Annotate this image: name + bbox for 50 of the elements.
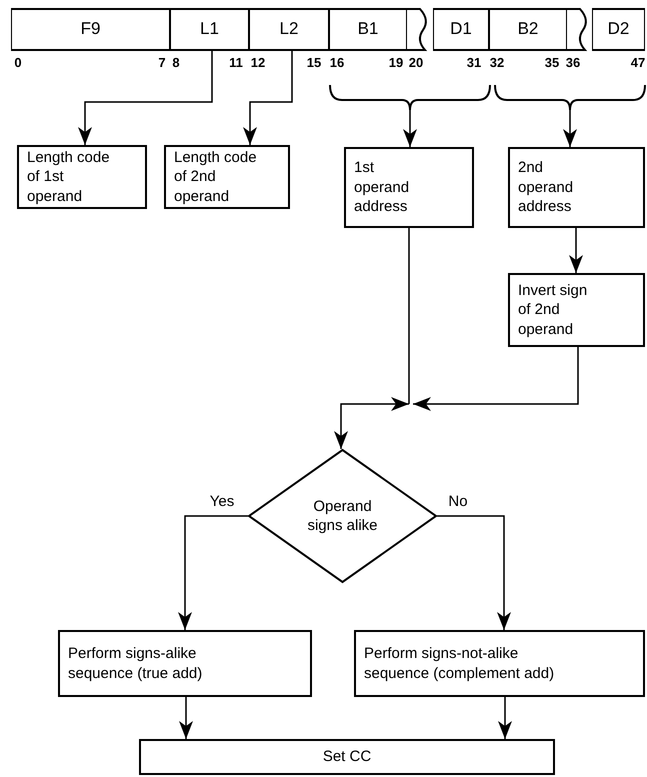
node-text: Length code of 2nd operand — [174, 148, 258, 206]
arrow — [243, 51, 293, 145]
bit-number: 15 — [306, 55, 322, 70]
instruction-field: L2 — [249, 8, 329, 51]
arrow — [498, 697, 512, 739]
instruction-field: F9 — [11, 8, 170, 51]
bit-number: 0 — [14, 55, 22, 70]
bit-number: 11 — [229, 55, 243, 70]
bit-number: 7 — [158, 55, 166, 70]
bit-number: 8 — [172, 55, 180, 70]
process-box — [17, 145, 147, 209]
node-text: Invert sign of 2nd operand — [518, 280, 588, 340]
arrow — [437, 515, 511, 630]
node-text: 2nd operand address — [518, 158, 574, 217]
node-text: Perform signs-alike sequence (true add) — [68, 644, 204, 683]
process-box — [508, 147, 645, 228]
arrow — [413, 347, 579, 411]
node-text: Length code of 1st operand — [27, 148, 111, 206]
node-text: Set CC — [322, 747, 372, 767]
instruction-field: D1 — [433, 8, 489, 51]
brace-shape — [330, 85, 490, 110]
process-box — [139, 739, 555, 775]
process-box — [508, 273, 645, 347]
node-text: Operand signs alike — [306, 496, 379, 536]
bit-number: 47 — [630, 55, 646, 70]
node-text: 1st operand address — [354, 158, 410, 217]
process-box — [354, 630, 645, 697]
decision-diamond — [248, 449, 437, 583]
bit-number: 35 — [544, 55, 560, 70]
bit-number: 31 — [466, 55, 482, 70]
arrow — [569, 228, 583, 273]
process-box — [344, 147, 474, 228]
process-box — [164, 145, 290, 209]
brace-shape — [495, 85, 645, 110]
bit-number: 20 — [408, 55, 424, 70]
arrow — [403, 110, 417, 147]
instruction-field: L1 — [170, 8, 249, 51]
arrow — [563, 110, 577, 147]
bit-number: 12 — [250, 55, 266, 70]
instruction-field: D2 — [592, 8, 645, 51]
process-box — [58, 630, 312, 697]
arrow — [179, 697, 193, 739]
arrow — [78, 51, 213, 145]
node-text: Perform signs-not-alike sequence (complement add) — [364, 644, 556, 683]
bit-number: 19 — [388, 55, 404, 70]
bit-number: 16 — [330, 55, 344, 70]
bit-number: 32 — [490, 55, 504, 70]
arrow — [178, 515, 248, 630]
arrow — [334, 403, 409, 449]
bit-number: 36 — [566, 55, 580, 70]
